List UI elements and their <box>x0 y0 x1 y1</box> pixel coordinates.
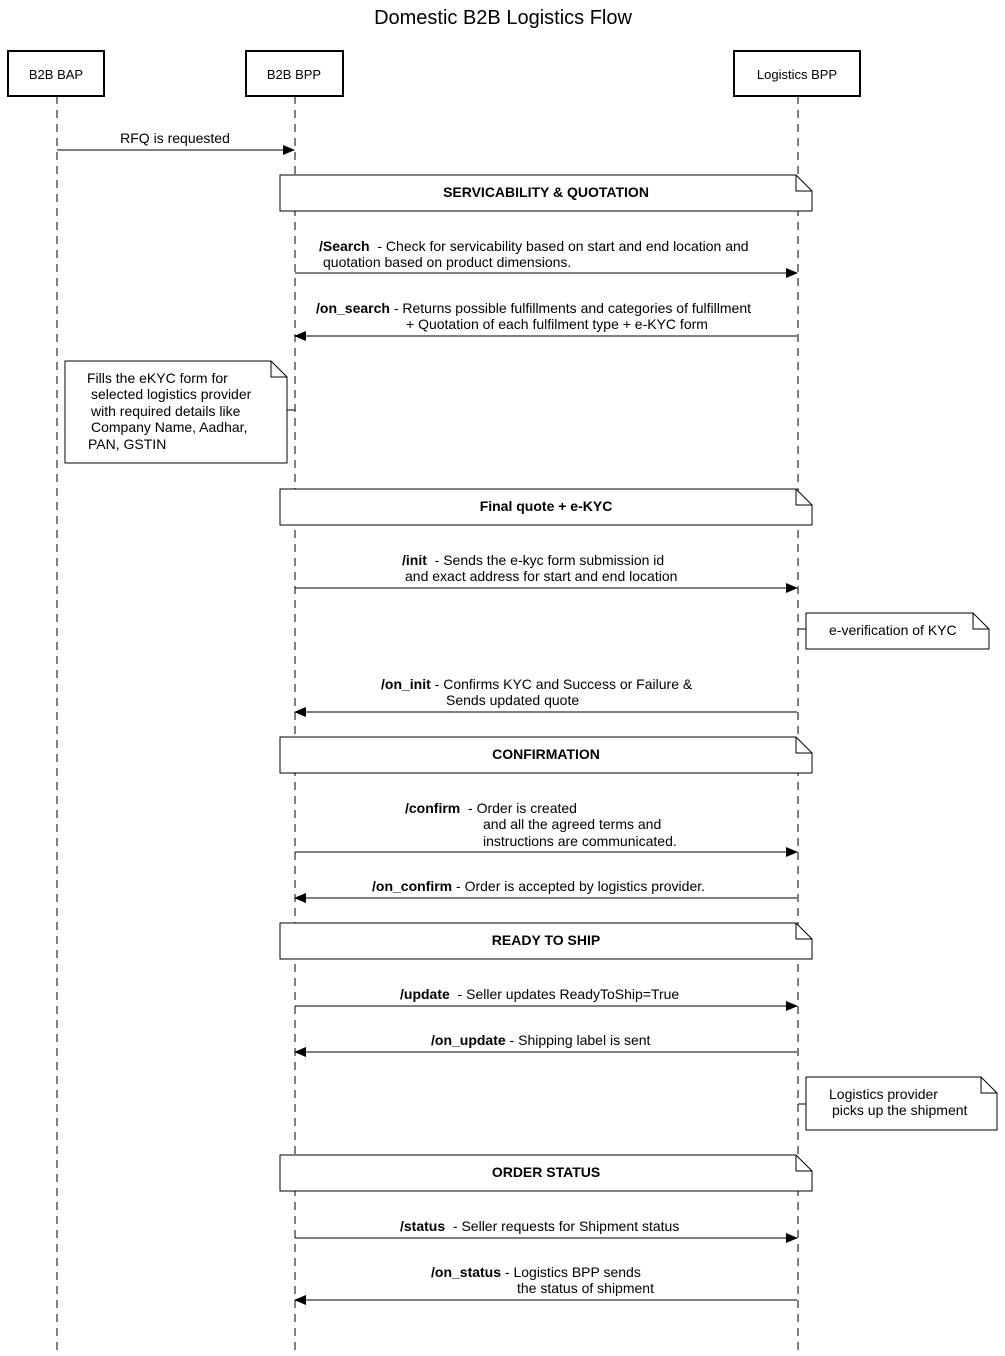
section-label: Final quote + e-KYC <box>480 498 613 514</box>
actor-b2b-bpp: B2B BPP <box>245 50 344 97</box>
message-label-line-2: and all the agreed terms and <box>483 816 661 832</box>
message-label: RFQ is requested <box>120 130 230 146</box>
actor-b2b-bap: B2B BAP <box>7 50 105 97</box>
section-frame <box>279 174 813 212</box>
note-line: Fills the eKYC form for <box>87 370 228 386</box>
message-rfq: RFQ is requested <box>57 130 295 155</box>
section-label: CONFIRMATION <box>492 746 600 762</box>
note-frame <box>805 1076 998 1131</box>
section-label: SERVICABILITY & QUOTATION <box>443 184 649 200</box>
note-e-verification: e-verification of KYC <box>798 612 990 650</box>
message-label-line-2: + Quotation of each fulfilment type + e-… <box>406 316 708 332</box>
note-fold <box>972 613 989 630</box>
message-init: /init - Sends the e-kyc form submission … <box>295 552 798 593</box>
actor-box <box>245 50 344 97</box>
message-on-status: /on_status - Logistics BPP sends the sta… <box>294 1264 797 1305</box>
message-label: /on_status - Logistics BPP sends <box>431 1264 641 1280</box>
actor-label: B2B BAP <box>29 67 83 82</box>
message-label-line-2: the status of shipment <box>517 1280 654 1296</box>
message-label: /status - Seller requests for Shipment s… <box>400 1218 679 1234</box>
message-on-init: /on_init - Confirms KYC and Success or F… <box>294 676 797 717</box>
section-order-status: ORDER STATUS <box>279 1154 813 1192</box>
message-label: /confirm - Order is created <box>405 800 577 816</box>
section-frame <box>279 488 813 526</box>
message-label-line-2: and exact address for start and end loca… <box>405 568 677 584</box>
lifelines <box>56 96 799 1356</box>
section-label: ORDER STATUS <box>492 1164 600 1180</box>
message-search: /Search - Check for servicability based … <box>295 238 798 278</box>
note-line: with required details like <box>90 403 241 419</box>
section-fold <box>795 737 812 754</box>
actor-label: B2B BPP <box>267 67 321 82</box>
message-status: /status - Seller requests for Shipment s… <box>295 1218 798 1243</box>
section-fold <box>795 489 812 506</box>
note-line: Company Name, Aadhar, <box>91 419 247 435</box>
message-label: /on_search - Returns possible fulfillmen… <box>316 300 751 316</box>
message-label-line-3: instructions are communicated. <box>483 833 677 849</box>
section-frame <box>279 1154 813 1192</box>
section-fold <box>795 1155 812 1172</box>
section-final-quote-ekyc: Final quote + e-KYC <box>279 488 813 526</box>
note-frame <box>805 612 990 650</box>
section-label: READY TO SHIP <box>492 932 600 948</box>
message-on-search: /on_search - Returns possible fulfillmen… <box>294 300 797 341</box>
section-fold <box>795 923 812 940</box>
note-line: e-verification of KYC <box>829 622 957 638</box>
section-fold <box>795 175 812 192</box>
section-servicability-quotation: SERVICABILITY & QUOTATION <box>279 174 813 212</box>
actor-box <box>7 50 105 97</box>
message-label: /on_init - Confirms KYC and Success or F… <box>381 676 693 692</box>
actor-box <box>733 50 861 97</box>
message-label-line-2: Sends updated quote <box>446 692 579 708</box>
actor-logistics-bpp: Logistics BPP <box>733 50 861 97</box>
section-ready-to-ship: READY TO SHIP <box>279 922 813 960</box>
message-label: /Search - Check for servicability based … <box>319 238 749 254</box>
message-update: /update - Seller updates ReadyToShip=Tru… <box>295 986 798 1011</box>
message-label-line-2: quotation based on product dimensions. <box>323 254 571 270</box>
actor-label: Logistics BPP <box>757 67 837 82</box>
message-confirm: /confirm - Order is created and all the … <box>295 800 798 857</box>
note-line: Logistics provider <box>829 1086 938 1102</box>
message-label: /update - Seller updates ReadyToShip=Tru… <box>400 986 679 1002</box>
section-frame <box>279 736 813 774</box>
note-line: PAN, GSTIN <box>88 436 166 452</box>
message-label: /on_update - Shipping label is sent <box>431 1032 651 1048</box>
note-frame <box>64 360 288 464</box>
note-line: selected logistics provider <box>91 386 252 402</box>
message-label: /on_confirm - Order is accepted by logis… <box>372 878 705 894</box>
section-confirmation: CONFIRMATION <box>279 736 813 774</box>
note-ekyc-form: Fills the eKYC form for selected logisti… <box>64 360 295 464</box>
note-pickup: Logistics provider picks up the shipment <box>798 1076 998 1131</box>
diagram-title: Domestic B2B Logistics Flow <box>374 7 632 29</box>
note-line: picks up the shipment <box>832 1102 968 1118</box>
section-frame <box>279 922 813 960</box>
note-fold <box>980 1077 997 1094</box>
message-on-update: /on_update - Shipping label is sent <box>294 1032 797 1057</box>
message-label: /init - Sends the e-kyc form submission … <box>402 552 664 568</box>
message-on-confirm: /on_confirm - Order is accepted by logis… <box>294 878 797 903</box>
note-fold <box>270 361 287 378</box>
